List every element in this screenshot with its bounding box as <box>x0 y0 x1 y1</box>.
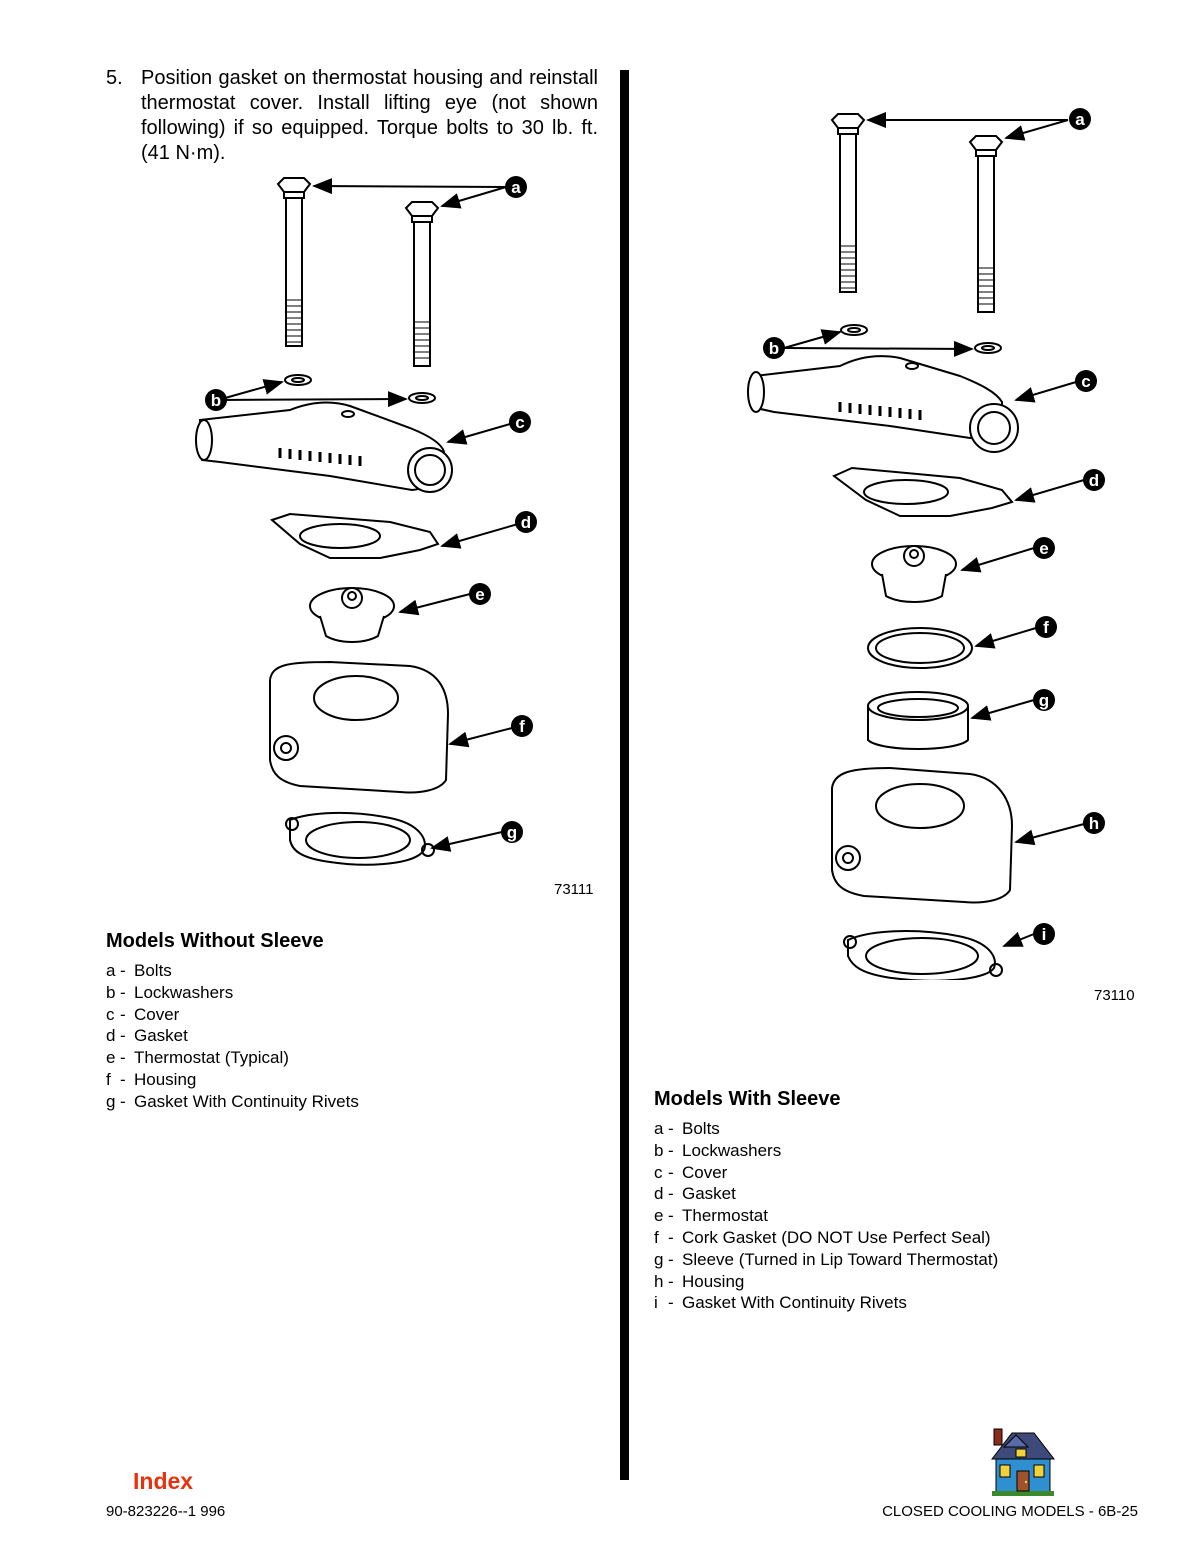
cover <box>747 355 1019 453</box>
legend-item: d-Gasket <box>654 1184 736 1204</box>
exploded-view-with-sleeve: a b c d e f g h i <box>747 108 1105 980</box>
callout-a: a <box>505 176 527 198</box>
svg-text:h: h <box>1089 814 1099 833</box>
svg-text:d: d <box>521 513 531 532</box>
thermostat <box>309 587 395 643</box>
bolt-1 <box>276 177 312 347</box>
callout-d: d <box>1083 469 1105 491</box>
legend-item: c-Cover <box>106 1004 180 1024</box>
callout-g: g <box>1033 689 1055 711</box>
legend-title-right: Models With Sleeve <box>654 1088 841 1110</box>
svg-text:a: a <box>511 178 521 197</box>
svg-text:c: c <box>1081 372 1090 391</box>
legend-item: a-Bolts <box>654 1119 720 1138</box>
bolt-1 <box>830 113 866 293</box>
svg-text:a: a <box>1075 110 1085 129</box>
callout-c: c <box>1075 370 1097 392</box>
house-icon[interactable] <box>990 1427 1056 1497</box>
legend-item: b-Lockwashers <box>106 982 234 1002</box>
step-text: Position gasket on thermostat housing an… <box>141 67 598 164</box>
index-link[interactable]: Index <box>133 1468 194 1494</box>
figure-number-left: 73111 <box>554 881 594 898</box>
callout-e: e <box>1033 537 1055 559</box>
callout-h: h <box>1083 812 1105 834</box>
column-divider <box>620 70 629 1480</box>
svg-text:d: d <box>1089 471 1099 490</box>
legend-title-left: Models Without Sleeve <box>106 930 324 952</box>
callout-i: i <box>1033 923 1055 945</box>
figure-number-right: 73110 <box>1094 987 1135 1004</box>
svg-text:c: c <box>515 413 524 432</box>
legend-list-right: a-Bolts b-Lockwashers c-Cover d-Gasket e… <box>654 1118 998 1314</box>
legend-item: e-Thermostat <box>654 1206 768 1226</box>
sleeve <box>867 691 969 750</box>
svg-text:g: g <box>1039 691 1049 710</box>
thermostat <box>871 545 957 603</box>
callout-c: c <box>509 411 531 433</box>
callout-g: g <box>501 821 523 843</box>
svg-text:e: e <box>1039 539 1048 558</box>
legend-item: f-Housing <box>106 1069 197 1089</box>
svg-text:b: b <box>211 391 221 410</box>
bolt-2 <box>404 201 440 367</box>
legend-item: b-Lockwashers <box>654 1140 782 1160</box>
exploded-view-without-sleeve: a b c d e f g <box>195 176 537 866</box>
legend-item: i-Gasket With Continuity Rivets <box>654 1293 907 1313</box>
gasket-with-rivets <box>843 930 1003 980</box>
legend-list-left: a-Bolts b-Lockwashers c-Cover d-Gasket e… <box>106 960 359 1113</box>
svg-text:f: f <box>519 717 525 736</box>
cover <box>195 401 453 493</box>
svg-text:i: i <box>1042 925 1047 944</box>
callout-e: e <box>469 583 491 605</box>
legend-item: c-Cover <box>654 1162 728 1182</box>
legend-item: f-Cork Gasket (DO NOT Use Perfect Seal) <box>654 1227 991 1247</box>
gasket-with-rivets <box>285 811 435 866</box>
svg-text:f: f <box>1043 618 1049 637</box>
callout-d: d <box>515 511 537 533</box>
callout-b: b <box>763 337 785 359</box>
legend-item: d-Gasket <box>106 1026 188 1046</box>
callout-b: b <box>205 389 227 411</box>
callout-a: a <box>1069 108 1091 130</box>
svg-text:e: e <box>475 585 484 604</box>
callout-f: f <box>511 715 533 737</box>
legend-item: g-Gasket With Continuity Rivets <box>106 1091 359 1111</box>
step-5: 5. Position gasket on thermostat housing… <box>106 66 598 166</box>
footer-page-label: CLOSED COOLING MODELS - 6B-25 <box>882 1503 1138 1520</box>
svg-text:g: g <box>507 823 517 842</box>
housing <box>831 766 1014 904</box>
step-number: 5. <box>106 67 123 89</box>
legend-item: a-Bolts <box>106 961 172 980</box>
callout-f: f <box>1035 616 1057 638</box>
bolt-2 <box>968 135 1004 313</box>
housing <box>269 660 450 794</box>
legend-item: e-Thermostat (Typical) <box>106 1048 289 1068</box>
legend-item: h-Housing <box>654 1271 745 1291</box>
footer-doc-number: 90-823226--1 996 <box>106 1503 226 1520</box>
legend-item: g-Sleeve (Turned in Lip Toward Thermosta… <box>654 1249 999 1269</box>
svg-text:b: b <box>769 339 779 358</box>
